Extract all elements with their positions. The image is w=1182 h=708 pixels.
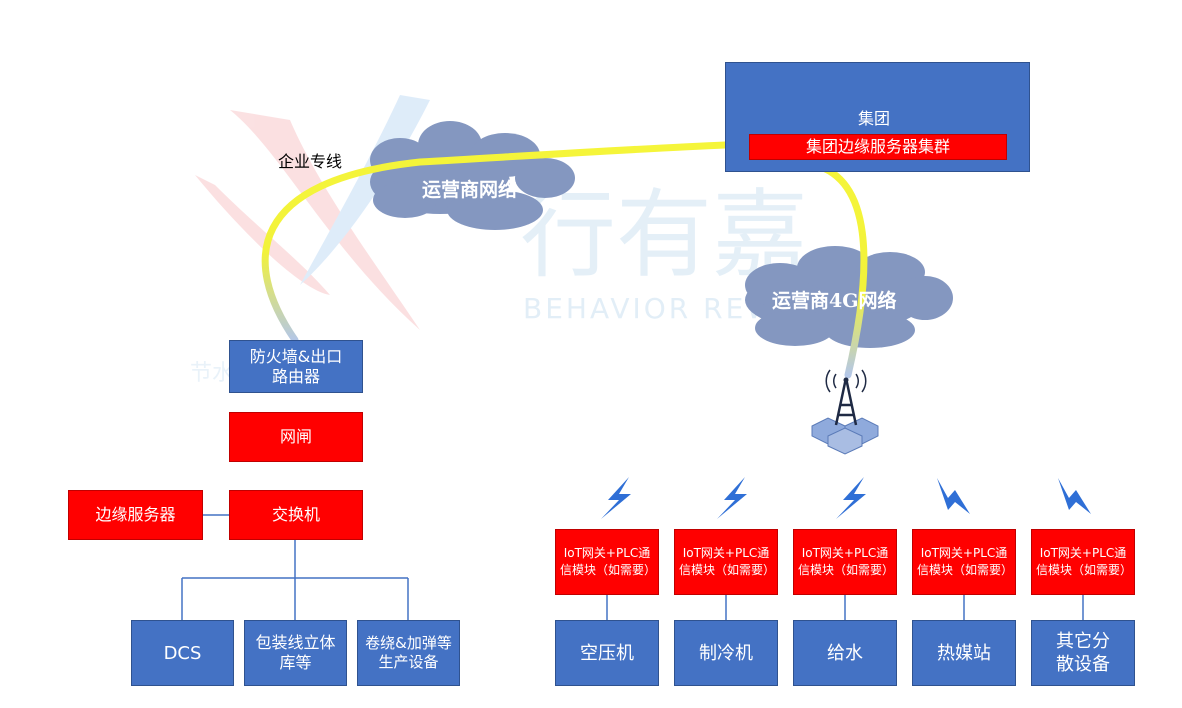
lightning-bolt-icon xyxy=(836,477,866,519)
link-dedicated-line xyxy=(261,141,729,344)
cloud-carrier-4g-network xyxy=(745,246,953,348)
equipment-water-supply: 给水 xyxy=(793,620,897,686)
left-tree-lines xyxy=(181,514,409,620)
device-winding-equipment: 卷绕&加弹等生产设备 xyxy=(357,620,460,686)
lightning-bolt-icon xyxy=(717,477,747,519)
device-dcs: DCS xyxy=(131,620,234,686)
radio-tower-icon xyxy=(811,369,879,455)
iot-gateway: IoT网关+PLC通信模块（如需要） xyxy=(555,529,659,595)
equipment-heat-medium-station: 热媒站 xyxy=(912,620,1016,686)
switch: 交换机 xyxy=(229,490,363,540)
edge-server: 边缘服务器 xyxy=(68,490,203,540)
iot-gateway: IoT网关+PLC通信模块（如需要） xyxy=(674,529,778,595)
firewall-router: 防火墙&出口路由器 xyxy=(229,340,363,393)
cloud-label-carrier: 运营商网络 xyxy=(422,179,518,201)
group-edge-cluster: 集团边缘服务器集群 xyxy=(749,134,1007,160)
group-title: 集团 xyxy=(858,109,891,128)
link-4g xyxy=(811,161,868,379)
iot-gateway: IoT网关+PLC通信模块（如需要） xyxy=(912,529,1016,595)
iot-gateway: IoT网关+PLC通信模块（如需要） xyxy=(1031,529,1135,595)
iot-gateway: IoT网关+PLC通信模块（如需要） xyxy=(793,529,897,595)
equipment-other-distributed: 其它分散设备 xyxy=(1031,620,1135,686)
dedicated-line-label: 企业专线 xyxy=(278,152,343,171)
cloud-label-carrier-4g: 运营商4G网络 xyxy=(772,290,897,312)
lightning-bolt-icon xyxy=(601,477,631,519)
equipment-chiller: 制冷机 xyxy=(674,620,778,686)
device-packaging-warehouse: 包装线立体库等 xyxy=(244,620,347,686)
lightning-bolt-icon xyxy=(937,478,970,514)
right-connector-lines xyxy=(606,595,1084,620)
equipment-air-compressor: 空压机 xyxy=(555,620,659,686)
lightning-bolt-icon xyxy=(1058,478,1091,514)
gatekeeper: 网闸 xyxy=(229,412,363,462)
